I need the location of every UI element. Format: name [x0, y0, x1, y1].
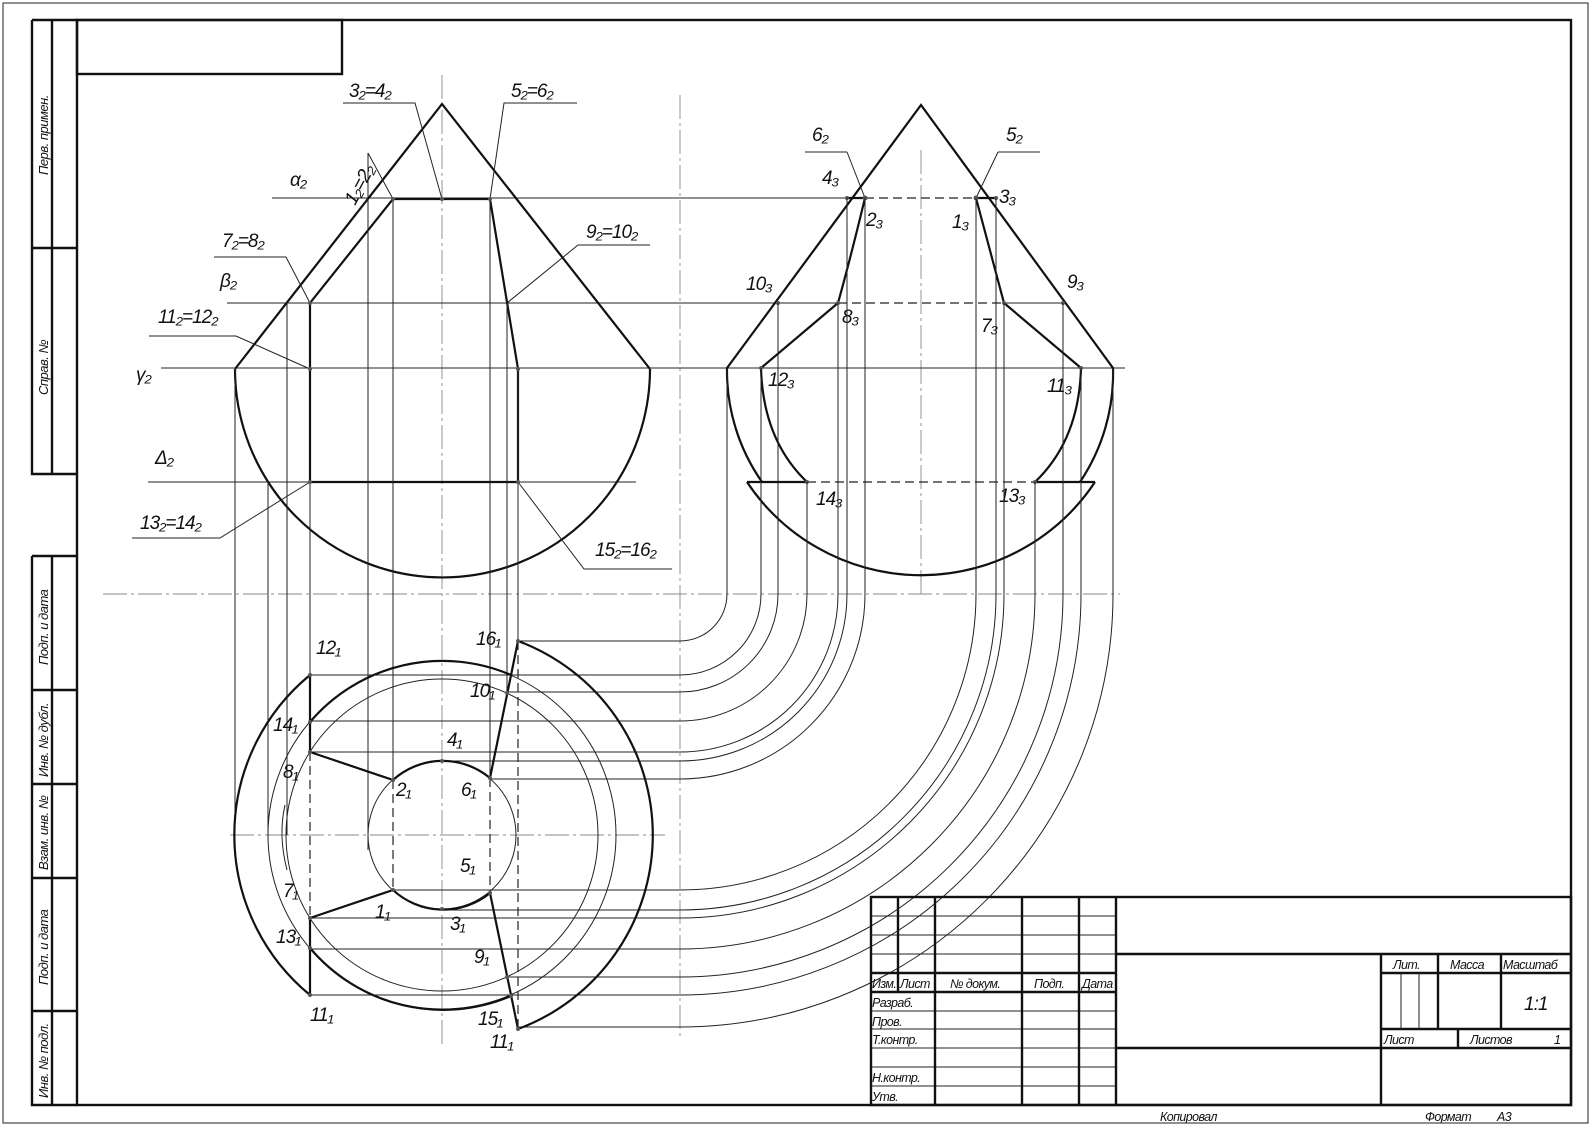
- sheets-value: 1: [1554, 1033, 1560, 1047]
- strip-label: Инв. № подл.: [36, 1023, 51, 1098]
- point-label: 4₁: [447, 730, 463, 751]
- top-view: 12₁ 16₁ 10₁ 14₁ 4₁ 8₁ 2₁ 6₁ 5₁ 7₁ 1₁ 3₁ …: [233, 629, 654, 1053]
- point-label: 9₂=10₂: [586, 222, 639, 243]
- point-label: 15₁: [478, 1009, 503, 1030]
- point-label: 5₁: [460, 856, 476, 877]
- strip-label: Справ. №: [36, 339, 51, 395]
- transfer-arc: [490, 198, 866, 780]
- point-label: 3₂=4₂: [349, 81, 392, 102]
- center-lines: [103, 75, 1120, 1045]
- strip-label: Инв. № дубл.: [36, 703, 51, 777]
- transfer-arc: [518, 368, 728, 642]
- point-label: 12₁: [316, 638, 341, 659]
- point-label: 8₃: [842, 307, 860, 328]
- scale-label: Масштаб: [1503, 958, 1559, 972]
- point-label: 4₃: [822, 168, 840, 189]
- point-label: 1₂=2₂: [341, 160, 380, 208]
- point-label: 14₃: [816, 489, 843, 510]
- format-value: A3: [1496, 1110, 1512, 1124]
- header-doc: № докум.: [950, 977, 1000, 991]
- transfer-arc: [393, 198, 977, 891]
- transfer-arc: [507, 303, 779, 693]
- point-label: 9₁: [474, 947, 490, 968]
- transfer-arc: [310, 303, 1005, 919]
- transfer-arc: [310, 482, 1036, 950]
- strip-label: Подп. и дата: [36, 909, 51, 985]
- side-strip: Перв. примен. Справ. № Подп. и дата Инв.…: [30, 18, 77, 1107]
- header-sign: Подп.: [1034, 977, 1064, 991]
- point-label: 1₁: [375, 902, 391, 923]
- title-block: Изм. Лист № докум. Подп. Дата Разраб. Пр…: [869, 895, 1573, 1124]
- point-label: 7₂=8₂: [222, 231, 265, 252]
- transfer-arc: [310, 368, 1082, 996]
- point-label: 5₂=6₂: [511, 81, 554, 102]
- plane-label-delta: Δ₂: [154, 448, 175, 469]
- point-label: 5₂: [1006, 125, 1024, 146]
- point-label: 2₁: [395, 780, 412, 801]
- point-label: 8₁: [283, 762, 299, 783]
- point-label: 7₁: [283, 881, 299, 902]
- transfer-arc: [518, 368, 1114, 1028]
- row-norm-control: Н.контр.: [872, 1071, 920, 1085]
- point-label: 7₃: [981, 316, 999, 337]
- header-list: Лист: [899, 977, 930, 991]
- point-label: 11₁: [490, 1032, 514, 1053]
- transfer-lines: [310, 198, 1114, 1028]
- sheet-label: Лист: [1383, 1033, 1414, 1047]
- point-label: 15₂=16₂: [595, 540, 658, 561]
- format-label: Формат: [1425, 1110, 1471, 1124]
- transfer-arc: [310, 368, 762, 676]
- point-label: 11₂=12₂: [158, 307, 219, 328]
- point-label: 6₁: [461, 780, 477, 801]
- point-label: 10₁: [470, 681, 495, 702]
- row-developed: Разраб.: [872, 996, 913, 1010]
- point-label: 13₃: [999, 486, 1026, 507]
- transfer-arc: [310, 303, 839, 753]
- point-label: 1₃: [952, 212, 970, 233]
- strip-label: Подп. и дата: [36, 589, 51, 665]
- point-label: 13₁: [276, 927, 301, 948]
- row-tech-control: Т.контр.: [872, 1033, 918, 1047]
- copied-label: Копировал: [1160, 1110, 1217, 1124]
- point-label: 12₃: [768, 370, 795, 391]
- transfer-arc: [310, 482, 808, 722]
- point-label: 3₁: [450, 914, 466, 935]
- transfer-arc: [507, 303, 1064, 978]
- point-label: 11₁: [310, 1005, 334, 1026]
- transfer-arc: [442, 198, 848, 762]
- point-label: 14₁: [273, 715, 298, 736]
- mass-label: Масса: [1450, 958, 1485, 972]
- point-label: 6₂: [812, 125, 830, 146]
- strip-label: Взам. инв. №: [36, 795, 51, 870]
- point-label: 9₃: [1067, 272, 1085, 293]
- front-leaders: [132, 102, 672, 570]
- plane-label-gamma: γ₂: [136, 365, 153, 386]
- strip-label: Перв. примен.: [36, 95, 51, 175]
- header-izm: Изм.: [872, 977, 896, 991]
- point-label: 13₂=14₂: [140, 513, 203, 534]
- point-label: 10₃: [746, 274, 773, 295]
- row-approved: Утв.: [871, 1090, 898, 1104]
- plane-label-alpha: α₂: [290, 170, 308, 191]
- header-date: Дата: [1080, 977, 1113, 991]
- front-projection-lines: [234, 199, 519, 850]
- lit-label: Лит.: [1392, 958, 1420, 972]
- top-left-box: [75, 18, 344, 76]
- transfer-arc: [442, 198, 997, 911]
- front-view: 3₂=4₂ 5₂=6₂ α₂ 1₂=2₂ 7₂=8₂ β₂ 9₂=10₂ 11₂…: [132, 81, 672, 850]
- inner-frame: [75, 18, 1573, 1107]
- point-label: 16₁: [476, 629, 501, 650]
- scale-value: 1:1: [1524, 994, 1547, 1015]
- point-label: 3₃: [999, 187, 1017, 208]
- row-checked: Пров.: [872, 1015, 902, 1029]
- point-label: 11₃: [1047, 376, 1073, 397]
- point-label: 2₃: [865, 210, 884, 231]
- sheets-label: Листов: [1469, 1033, 1513, 1047]
- side-view: 6₂ 5₂ 4₃ 2₃ 1₃ 3₃ 10₃ 9₃ 8₃ 7₃ 12₃ 11₃ 1…: [725, 103, 1115, 577]
- plane-label-beta: β₂: [219, 271, 238, 292]
